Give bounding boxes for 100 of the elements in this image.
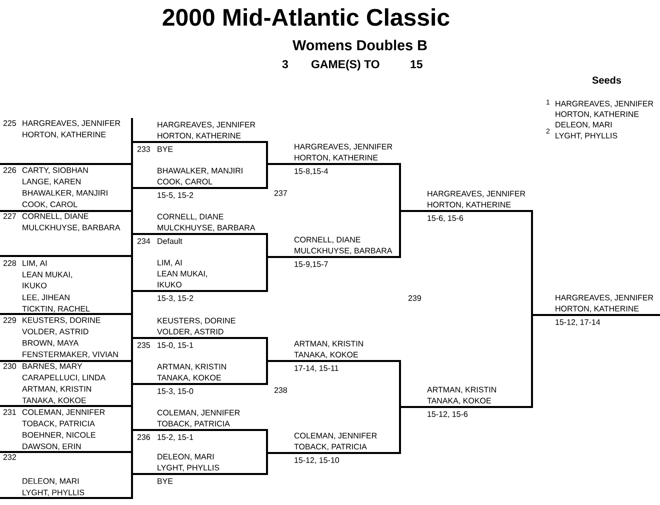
player-name: HORTON, KATHERINE bbox=[428, 202, 511, 208]
bracket-connector bbox=[266, 360, 268, 385]
player-name: BOEHNER, NICOLE bbox=[22, 432, 96, 439]
player-name: LEAN MUKAI, IKUKO bbox=[158, 270, 207, 288]
match-number: 229 bbox=[3, 317, 16, 323]
match-result: 15-2, 15-1 bbox=[158, 434, 194, 441]
player-name: HARGREAVES, JENNIFER bbox=[158, 122, 256, 128]
player-name: MULCKHUYSE, BARBARA bbox=[158, 224, 256, 232]
match-number: 225 bbox=[3, 120, 16, 126]
player-name: CARAPELLUCI, LINDA bbox=[22, 374, 106, 382]
player-name: HORTON, KATHERINE bbox=[22, 132, 106, 138]
games-count: 3 bbox=[282, 60, 288, 68]
match-number: 238 bbox=[274, 387, 287, 393]
player-name: CARTY, SIOBHAN bbox=[22, 167, 88, 174]
match-number: 228 bbox=[3, 260, 16, 266]
player-name: CORNELL, DIANE bbox=[22, 213, 88, 220]
bracket-connector bbox=[266, 163, 268, 189]
player-name: CORNELL, DIANE bbox=[157, 214, 224, 220]
player-name: DELEON, MARI bbox=[556, 122, 612, 128]
player-name: VOLDER, ASTRID bbox=[157, 328, 224, 336]
bracket-connector bbox=[266, 233, 268, 258]
player-name: TANAKA, KOKOE bbox=[427, 398, 491, 404]
match-result: 17-14, 15-11 bbox=[294, 365, 338, 372]
player-name: LIM, AI bbox=[158, 260, 182, 266]
rule-text: GAME(S) TO bbox=[311, 60, 380, 71]
player-name: CORNELL, DIANE bbox=[294, 236, 360, 244]
player-name: BHAWALKER, MANJIRI bbox=[158, 168, 242, 174]
player-name: LYGHT, PHYLLIS bbox=[158, 464, 220, 472]
player-name: MULCKHUYSE, BARBARA bbox=[22, 224, 120, 232]
player-name: LEE, JIHEAN bbox=[22, 294, 70, 302]
player-name: HARGREAVES, JENNIFER bbox=[428, 190, 526, 198]
match-result: 15-12, 17-14 bbox=[556, 319, 600, 326]
player-name: KEUSTERS, DORINE bbox=[22, 317, 100, 324]
match-number: 226 bbox=[3, 167, 16, 173]
player-name: TOBACK, PATRICIA bbox=[157, 420, 230, 428]
player-name: COOK, CAROL bbox=[157, 178, 212, 186]
player-name: BROWN, MAYA bbox=[22, 340, 79, 347]
player-name: HARGREAVES, JENNIFER bbox=[556, 294, 654, 302]
match-number: 230 bbox=[3, 363, 16, 369]
player-name: DELEON, MARI bbox=[22, 478, 79, 485]
player-name: TOBACK, PATRICIA bbox=[22, 420, 95, 428]
player-name: LEAN MUKAI, IKUKO bbox=[22, 272, 72, 288]
title: 2000 Mid-Atlantic Classic bbox=[162, 8, 450, 26]
match-result: 15-3, 15-0 bbox=[158, 388, 194, 395]
match-result: 15-3, 15-2 bbox=[158, 295, 194, 302]
bracket-connector bbox=[399, 360, 401, 408]
match-result: 15-0, 15-1 bbox=[158, 342, 194, 349]
player-name: MULCKHUYSE, BARBARA bbox=[294, 248, 392, 254]
player-name: LANGE, KAREN bbox=[22, 178, 80, 186]
player-name: LYGHT, PHYLLIS bbox=[22, 490, 84, 496]
bracket-connector bbox=[266, 452, 268, 475]
player-name: KEUSTERS, DORINE bbox=[158, 318, 236, 324]
bracket-connector bbox=[399, 406, 401, 454]
match-result: 15-6, 15-6 bbox=[428, 215, 464, 222]
player-name: TICKTIN, RACHEL bbox=[22, 306, 90, 312]
player-name: DELEON, MARI bbox=[158, 454, 214, 460]
bracket-connector bbox=[399, 163, 401, 212]
bracket-connector bbox=[531, 314, 533, 408]
player-name: HORTON, KATHERINE bbox=[158, 132, 241, 140]
match-result: 15-12, 15-10 bbox=[294, 457, 340, 464]
player-name: HARGREAVES, JENNIFER bbox=[556, 100, 654, 108]
player-name: HORTON, KATHERINE bbox=[556, 306, 639, 312]
points-count: 15 bbox=[410, 60, 422, 68]
player-name: HARGREAVES, JENNIFER bbox=[294, 144, 392, 150]
seeds-heading: Seeds bbox=[592, 76, 622, 84]
player-name: COOK, CAROL bbox=[22, 202, 78, 208]
player-name: TANAKA, KOKOE bbox=[22, 398, 86, 404]
match-number: 232 bbox=[3, 454, 16, 460]
match-result: 15-12, 15-6 bbox=[428, 411, 468, 418]
player-name: TANAKA, KOKOE bbox=[294, 352, 358, 358]
match-number: 236 bbox=[137, 434, 150, 440]
bracket-connector bbox=[266, 337, 268, 362]
bracket-connector bbox=[266, 256, 268, 292]
player-name: DAWSON, ERIN bbox=[22, 444, 81, 450]
player-name: ARTMAN, KRISTIN bbox=[22, 386, 91, 393]
match-result: BYE bbox=[158, 478, 173, 484]
player-name: TANAKA, KOKOE bbox=[157, 374, 221, 382]
match-result: BYE bbox=[158, 146, 173, 152]
match-result: 15-8,15-4 bbox=[294, 168, 328, 175]
bracket-connector bbox=[266, 141, 268, 165]
player-name: TOBACK, PATRICIA bbox=[294, 444, 367, 450]
player-name: LIM, AI bbox=[22, 260, 47, 267]
player-name: HARGREAVES, JENNIFER bbox=[22, 120, 120, 127]
bracket-connector bbox=[266, 429, 268, 454]
match-result: 15-9,15-7 bbox=[294, 261, 328, 268]
match-number: 239 bbox=[408, 295, 421, 301]
match-number: 234 bbox=[137, 238, 150, 244]
match-number: 233 bbox=[137, 146, 150, 152]
match-number: 227 bbox=[3, 213, 16, 219]
match-number: 237 bbox=[274, 190, 287, 196]
bracket-connector bbox=[531, 210, 533, 316]
match-number: 235 bbox=[137, 342, 150, 348]
match-result: 15-5, 15-2 bbox=[158, 192, 194, 199]
player-name: VOLDER, ASTRID bbox=[22, 328, 88, 336]
player-name: COLEMAN, JENNIFER bbox=[157, 410, 240, 416]
player-name: FENSTERMAKER, VIVIAN bbox=[22, 352, 118, 358]
player-name: ARTMAN, KRISTIN bbox=[427, 386, 496, 394]
player-name: BARNES, MARY bbox=[22, 363, 82, 370]
match-number: 231 bbox=[3, 409, 16, 415]
player-name: ARTMAN, KRISTIN bbox=[157, 364, 226, 370]
